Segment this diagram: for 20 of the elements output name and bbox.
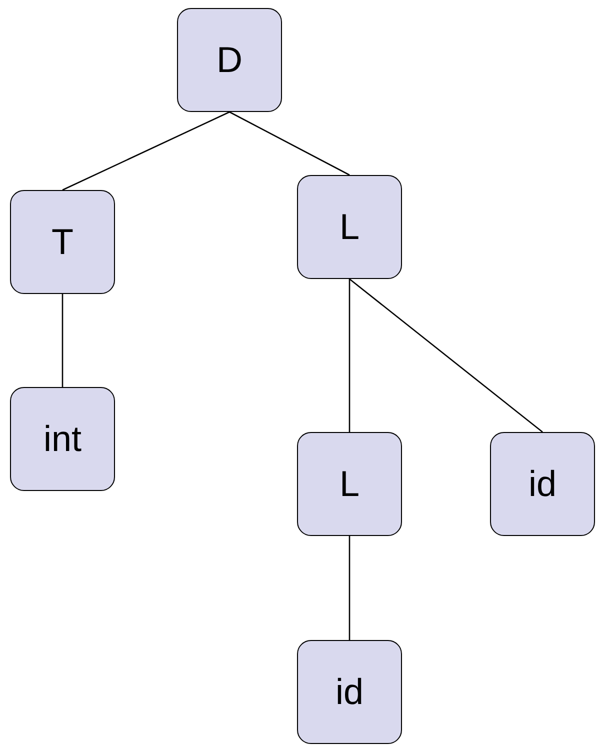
tree-node [297, 640, 402, 744]
tree-node [490, 432, 595, 536]
tree-node [297, 432, 402, 536]
node-label: T [52, 221, 74, 263]
node-label: D [216, 39, 242, 81]
tree-node [10, 387, 115, 491]
node-label: L [339, 206, 360, 248]
node-label: int [43, 418, 82, 460]
node-label: id [335, 671, 364, 713]
node-label: id [528, 463, 557, 505]
connector-line [348, 536, 350, 640]
connector-line [62, 294, 64, 387]
tree-node [10, 190, 115, 294]
connector-line [62, 111, 230, 191]
connector-line [349, 278, 543, 432]
tree-node [297, 175, 402, 279]
connector-line [348, 279, 350, 432]
connector-line [229, 111, 350, 176]
tree-node [177, 8, 282, 112]
node-label: L [339, 463, 360, 505]
